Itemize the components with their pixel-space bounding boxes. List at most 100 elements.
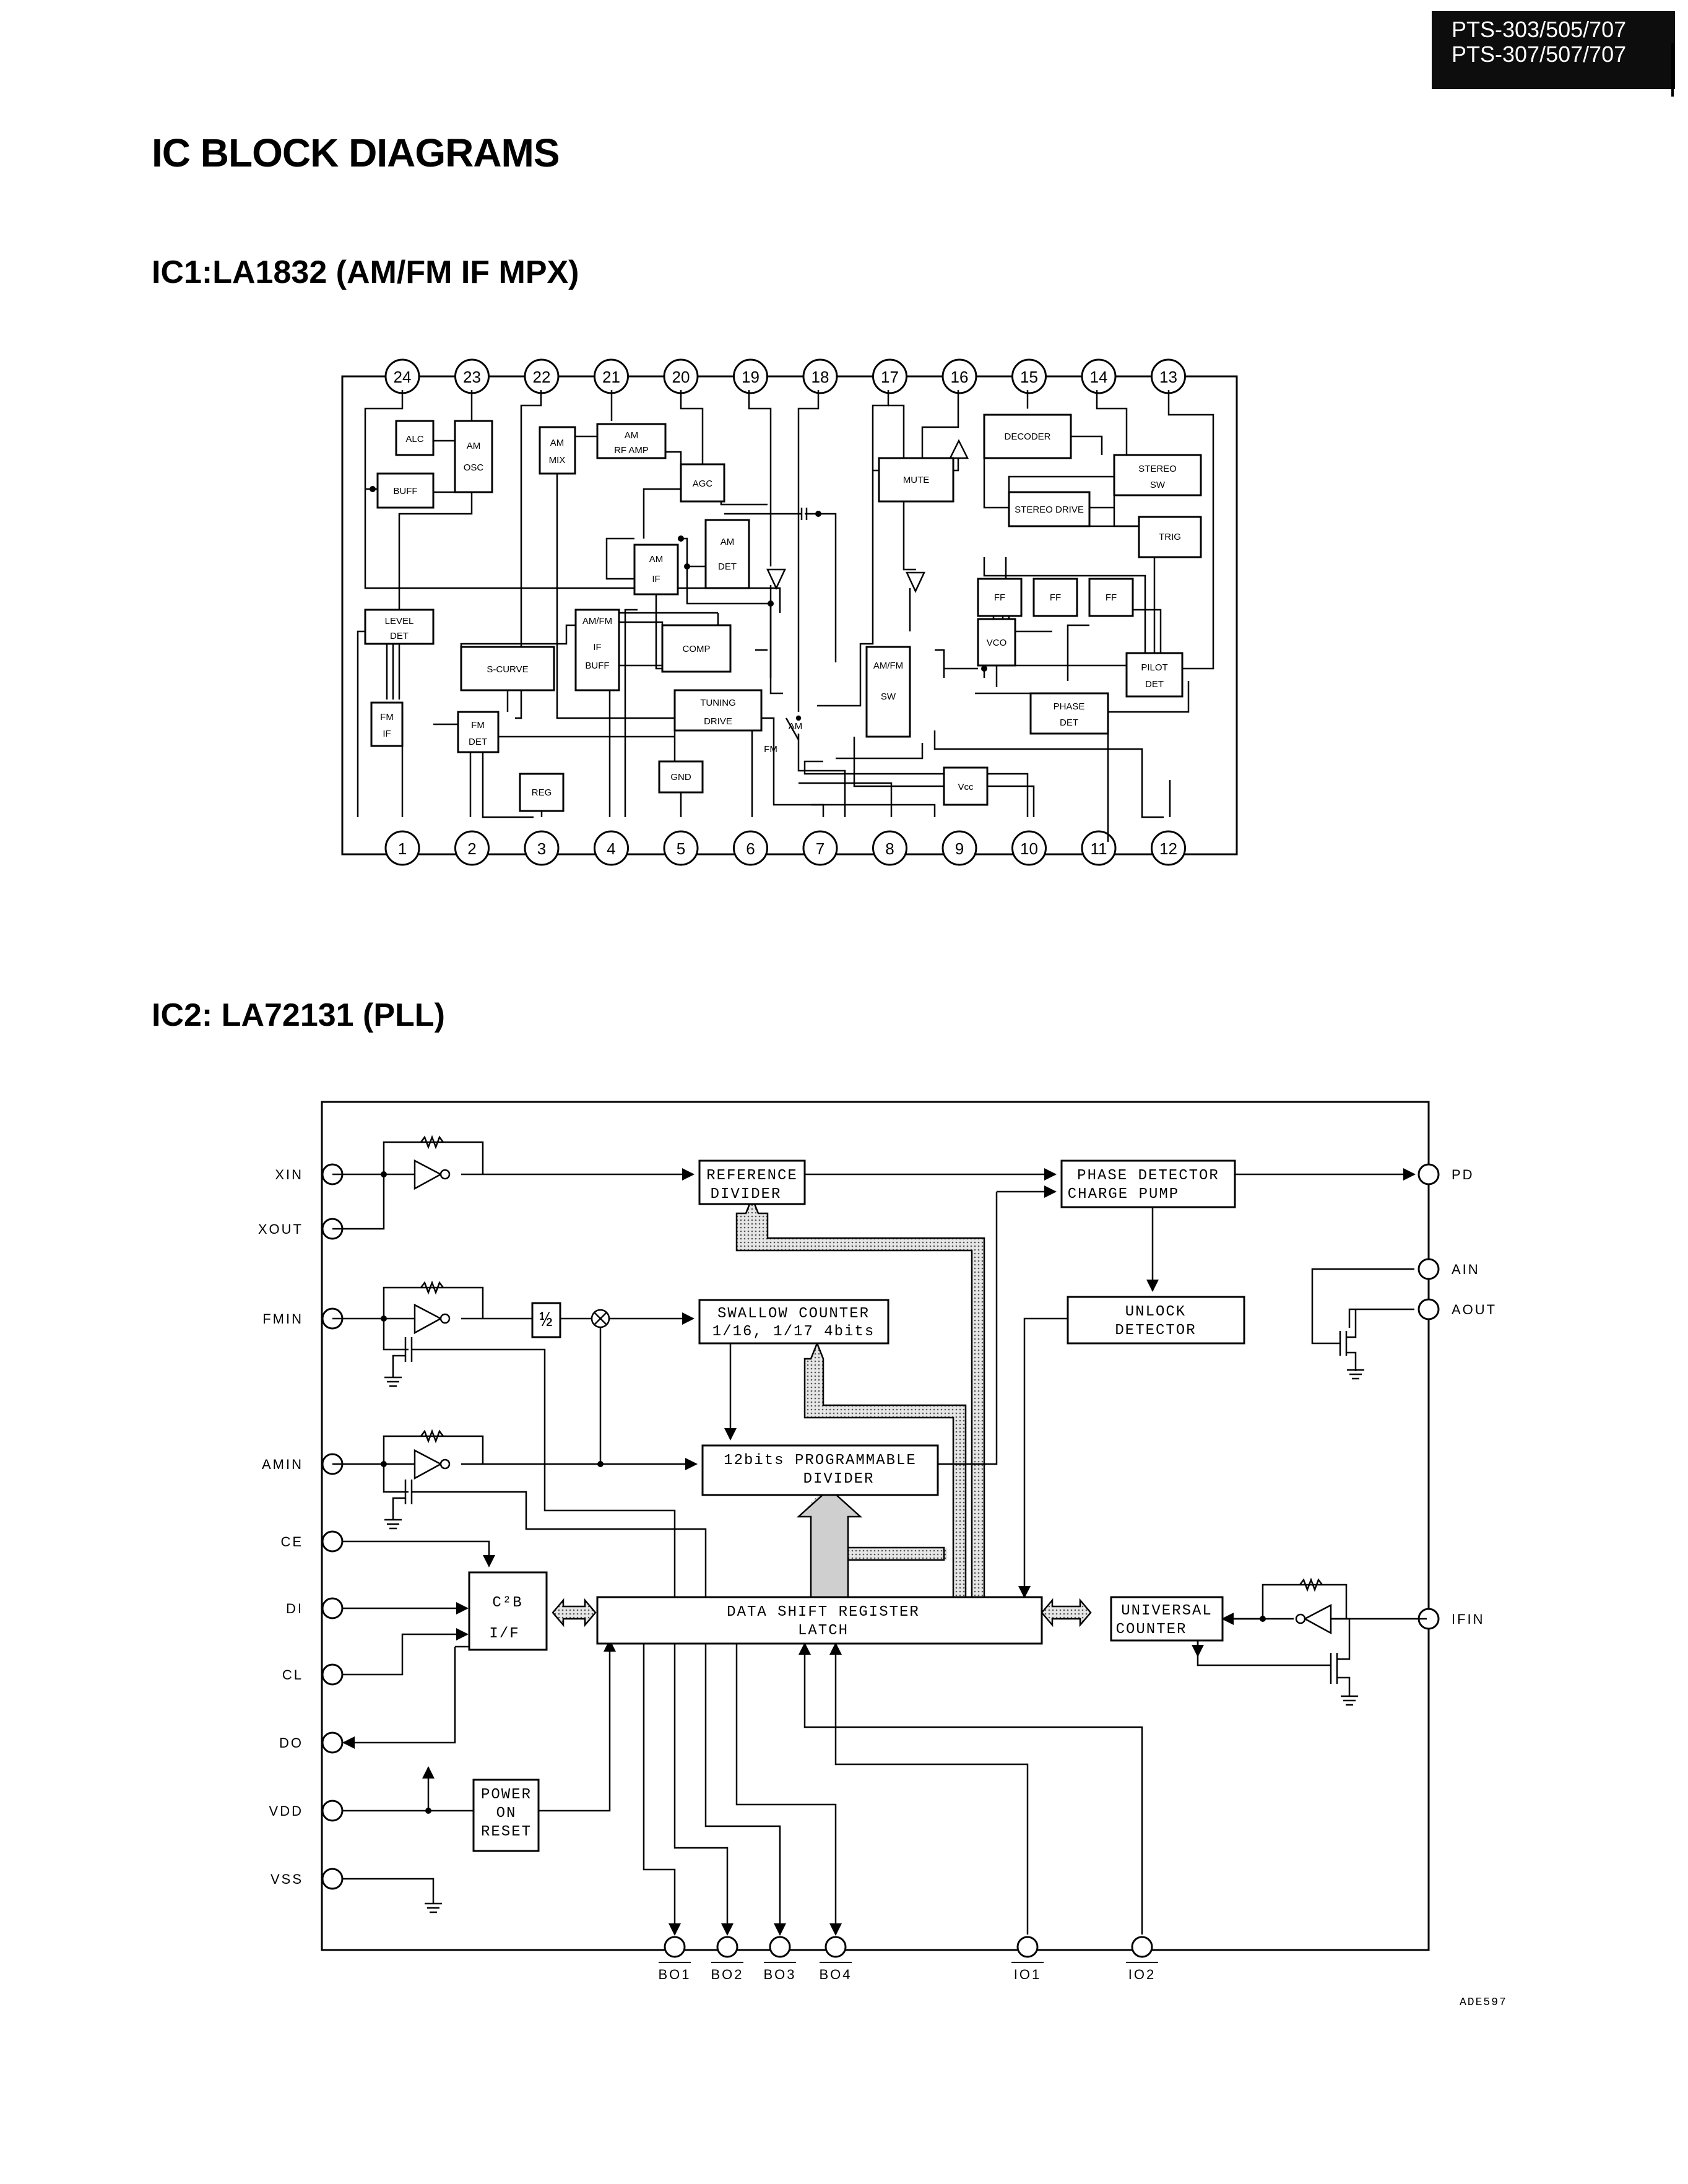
ic1-level-det-label-2: DET — [390, 631, 409, 641]
ic1-pin-label: 21 — [602, 368, 620, 386]
ic2-pin-ifin: IFIN — [1417, 1608, 1483, 1630]
ic1-am-if-label-2: IF — [652, 574, 660, 584]
ic2-pin-label: VDD — [269, 1803, 303, 1819]
ic1-pin-2: 2 — [454, 830, 490, 866]
ic1-pin-4: 4 — [594, 830, 629, 866]
ic2-pin-label: VSS — [271, 1871, 303, 1887]
ic2-pin-label: BO3 — [763, 1967, 796, 1982]
ic2-pin-vss: VSS — [271, 1868, 344, 1890]
ic1-pin-15: 15 — [1011, 358, 1047, 394]
ic1-pilot-det-block — [1125, 652, 1184, 698]
ic2-pin-bo3: BO3 — [763, 1936, 796, 1982]
ic2-pin-amin: AMIN — [262, 1453, 344, 1475]
ic1-pin-label: 17 — [881, 368, 899, 386]
ic2-pin-label: FMIN — [262, 1311, 303, 1327]
ic2-pin-label: DO — [279, 1735, 303, 1751]
ic1-am-osc-label-2: OSC — [464, 462, 484, 473]
ic1-pin-5: 5 — [663, 830, 699, 866]
ic1-am-fm-sw-block — [865, 646, 911, 738]
ic1-s-curve-block — [460, 646, 555, 691]
ic1-pin-label: 18 — [812, 368, 829, 386]
ic2-pin-label: CE — [280, 1534, 303, 1549]
drawing-code: ADE597 — [1460, 1996, 1507, 2009]
ic2-pin-bo1: BO1 — [658, 1936, 691, 1982]
ic2-pin-bo2: BO2 — [711, 1936, 743, 1982]
ic2-pin-io1: IO1 — [1011, 1936, 1044, 1982]
ic1-pin-19: 19 — [733, 358, 768, 394]
ic1-pin-label: 23 — [463, 368, 481, 386]
ic1-pin-label: 10 — [1020, 839, 1038, 858]
ic1-pin-16: 16 — [941, 358, 977, 394]
ic1-vcc-block — [943, 766, 989, 806]
ic2-power-on-reset-label-1: POWER — [481, 1787, 532, 1803]
ic2-unlock-detector-label-2: DETECTOR — [1115, 1322, 1196, 1339]
ic2-pin-aout: AOUT — [1417, 1298, 1497, 1320]
ic1-decoder-label: DECODER — [1004, 431, 1050, 442]
ic1-ff3-block — [1088, 578, 1134, 617]
ic1-am-fm-if-buff-label-1: AM/FM — [582, 616, 612, 626]
ic1-pin-24: 24 — [384, 358, 420, 394]
ic1-ff1-label: FF — [994, 592, 1005, 603]
ic1-vcc-label: Vcc — [958, 782, 974, 792]
ic1-decoder-block — [983, 414, 1072, 459]
ic2-data-shift-register-block — [596, 1596, 1043, 1645]
ic1-am-mix-label-2: MIX — [549, 455, 566, 466]
ic2-programmable-divider-label-1: 12bits PROGRAMMABLE — [724, 1452, 917, 1469]
ic1-am-fm-if-buff-label-2: IF — [593, 642, 601, 652]
ic2-pin-pd: PD — [1417, 1163, 1473, 1185]
ic1-stereo-drive-block — [1008, 491, 1091, 527]
ic1-fm-det-label-1: FM — [471, 720, 485, 730]
ic1-tuning-drive-label-2: DRIVE — [704, 716, 732, 727]
ic1-pin-22: 22 — [524, 358, 560, 394]
ic1-tuning-drive-block — [673, 689, 763, 732]
ic2-bus-arrow-programmable — [796, 1488, 863, 1598]
ic1-pin-label: 4 — [607, 839, 615, 858]
ic1-pin-label: 1 — [398, 839, 407, 858]
ic2-half-divider-block — [531, 1302, 561, 1338]
ic1-buff-block — [376, 472, 435, 509]
ic1-pin-label: 2 — [467, 839, 476, 858]
ic1-stereo-sw-label-2: SW — [1150, 480, 1166, 490]
ic1-pin-7: 7 — [802, 830, 838, 866]
ic1-comp-block — [661, 624, 732, 673]
ic1-agc-block — [680, 463, 725, 503]
ic2-pin-fmin: FMIN — [262, 1307, 344, 1330]
ic1-gnd-label: GND — [670, 772, 691, 782]
ic1-alc-label: ALC — [405, 434, 423, 444]
ic2-pin-label: AIN — [1452, 1262, 1480, 1277]
ic1-am-if-label-1: AM — [649, 554, 664, 565]
ic1-alc-block — [395, 420, 435, 456]
ic1-pin-9: 9 — [941, 830, 977, 866]
ic2-reference-divider-label-2: DIVIDER — [711, 1186, 782, 1203]
ic1-reg-block — [519, 773, 565, 812]
ic1-level-det-label-1: LEVEL — [385, 616, 414, 626]
ic1-phase-det-label-2: DET — [1060, 717, 1078, 728]
model-line-1: PTS-303/505/707 — [1452, 17, 1627, 42]
ic2-phase-detector-label-1: PHASE DETECTOR — [1077, 1168, 1219, 1184]
ic1-pin-label: 12 — [1159, 839, 1177, 858]
ic2-pin-do: DO — [279, 1731, 344, 1754]
ic1-pin-label: 13 — [1159, 368, 1177, 386]
badge-tick — [1671, 43, 1674, 97]
ic1-mute-label: MUTE — [903, 475, 930, 485]
ic1-switch-am-label: AM — [789, 721, 803, 732]
ic2-data-shift-register-label-1: DATA SHIFT REGISTER — [727, 1604, 920, 1621]
ic1-am-osc-label-1: AM — [467, 441, 481, 451]
ic2-reference-divider-block — [698, 1159, 806, 1205]
ic1-am-rf-amp-label-1: AM — [625, 430, 639, 441]
ic2-unlock-detector-block — [1067, 1296, 1245, 1345]
ic2-swallow-counter-label-1: SWALLOW COUNTER — [717, 1306, 870, 1322]
ic2-pin-label: XIN — [275, 1167, 303, 1182]
ic1-gnd-block — [658, 760, 704, 794]
ic2-half-divider-label: ½ — [540, 1309, 553, 1333]
ic1-pin-14: 14 — [1081, 358, 1117, 394]
ic1-pin-label: 6 — [746, 839, 755, 858]
ic2-pin-label: AOUT — [1452, 1302, 1497, 1317]
ic1-vco-label: VCO — [987, 638, 1007, 648]
ic2-c2b-block — [468, 1571, 548, 1651]
ic2-package-outline — [321, 1101, 1430, 1951]
ic2-pin-label: XOUT — [258, 1221, 303, 1237]
